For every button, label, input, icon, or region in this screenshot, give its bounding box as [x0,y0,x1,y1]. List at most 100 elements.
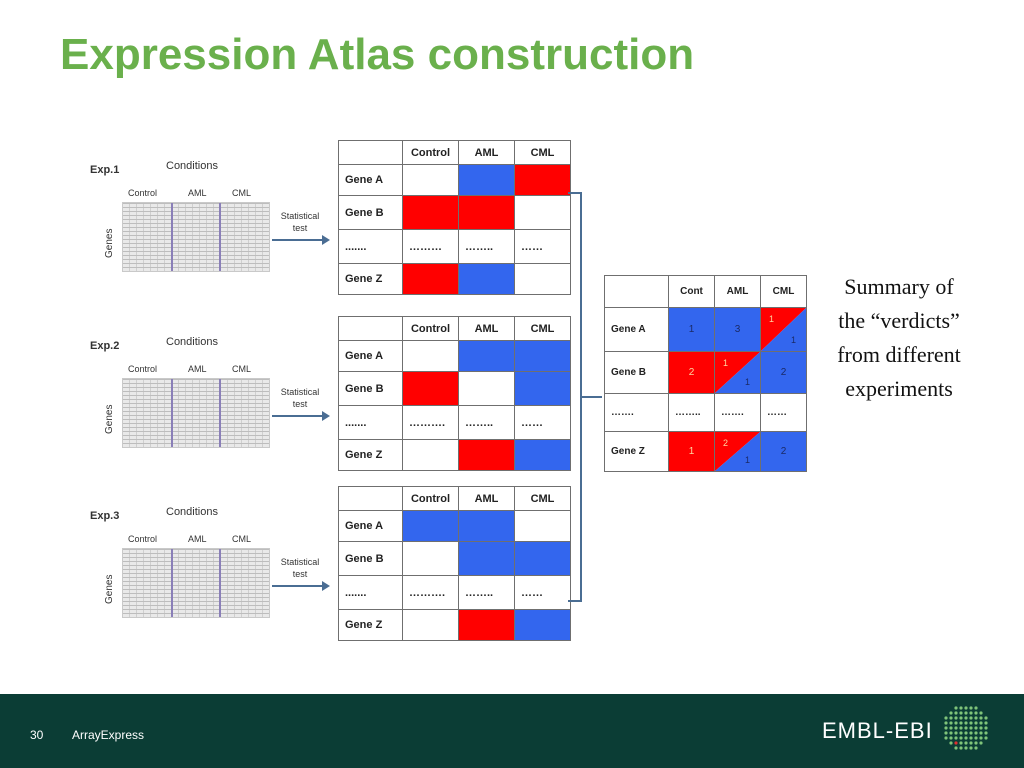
table-column-header: Control [402,140,459,165]
logo-dot [954,741,958,745]
genes-axis-label: Genes [104,574,115,604]
verdict-cell-blue [458,340,515,372]
red-triangle [761,308,806,351]
logo-dot [949,711,953,715]
caption-line: Summary of [844,274,954,299]
logo-dot [944,721,948,725]
table-row: Gene A [338,510,571,542]
table-column-header: Control [402,316,459,341]
verdict-cell-blue [402,510,459,542]
caption-line: the “verdicts” [838,308,960,333]
gene-name-cell: ....... [338,405,403,440]
bracket-connector [568,192,582,602]
verdict-cell-blue [514,541,571,576]
logo-dot [964,716,968,720]
verdict-cell-blue [458,541,515,576]
logo-dot [954,731,958,735]
verdict-cell-blue [514,609,571,641]
logo-dot [969,746,973,750]
verdict-cell-blue [514,371,571,406]
logo-dot [969,736,973,740]
logo-dot [984,721,988,725]
logo-dot [959,741,963,745]
verdict-cell-blue [458,164,515,196]
table-corner-cell [338,140,403,165]
logo-dot [964,726,968,730]
arrow-to-table [272,411,330,421]
logo-dot [954,706,958,710]
table-column-header: AML [458,486,515,511]
heatmap-column-label: AML [188,188,207,198]
logo-dot [984,726,988,730]
table-row: Gene B [338,541,571,576]
blue-triangle [761,308,806,351]
conditions-label: Conditions [166,506,218,518]
logo-dot [979,726,983,730]
table-column-header: Control [402,486,459,511]
logo-dot [969,721,973,725]
logo-dot [964,711,968,715]
verdict-cell-red [402,371,459,406]
statistical-test-line: Statistical [280,557,320,567]
caption-line: experiments [845,376,953,401]
summary-corner-cell [604,275,669,308]
logo-dot [944,716,948,720]
logo-dot [969,711,973,715]
logo-dot [969,706,973,710]
logo-dot [949,726,953,730]
logo-dot [949,736,953,740]
summary-count: 2 [688,367,695,378]
ellipsis-cell: …….. [668,393,715,432]
verdict-cell-white [402,541,459,576]
summary-count: 2 [780,367,787,378]
embl-ebi-dots-icon [944,706,988,750]
logo-dot [984,716,988,720]
footer-bar: 30 ArrayExpress EMBL-EBI [0,694,1024,768]
heatmap-column-label: CML [232,534,252,544]
logo-dot [964,741,968,745]
gene-name-cell: Gene A [604,307,669,352]
verdict-cell-red [402,263,459,295]
statistical-test-line: test [292,223,308,233]
logo-dot [954,716,958,720]
experiment-label: Exp.3 [90,510,120,522]
expression-heatmap [122,378,270,448]
logo-dot [944,731,948,735]
logo-dot [979,741,983,745]
ellipsis-cell: …….. [458,405,515,440]
page-number: 30 [30,728,44,742]
logo-dot [964,706,968,710]
logo-dot [959,721,963,725]
gene-name-cell: Gene Z [338,609,403,641]
logo-dot [954,711,958,715]
heatmap-column-label: CML [232,188,252,198]
logo-dot [949,716,953,720]
gene-name-cell: Gene Z [604,431,669,472]
table-row: Gene B [338,371,571,406]
logo-dot [984,731,988,735]
summary-count: 1 [688,446,695,457]
summary-caption: Summary of the “verdicts” from different… [812,270,986,406]
ellipsis-cell: …… [514,229,571,264]
conditions-label: Conditions [166,160,218,172]
caption-line: from different [837,342,961,367]
blue-triangle [715,352,760,393]
arrow-to-table [272,581,330,591]
verdict-cell-white [402,609,459,641]
summary-cell-blue: 1 [668,307,715,352]
verdict-cell-white [402,439,459,471]
logo-dot [954,721,958,725]
table-corner-cell [338,316,403,341]
logo-dot [969,741,973,745]
ellipsis-cell: …… [514,405,571,440]
arrow-to-table [272,235,330,245]
table-column-header: AML [458,316,515,341]
logo-dot [959,716,963,720]
logo-dot [944,726,948,730]
